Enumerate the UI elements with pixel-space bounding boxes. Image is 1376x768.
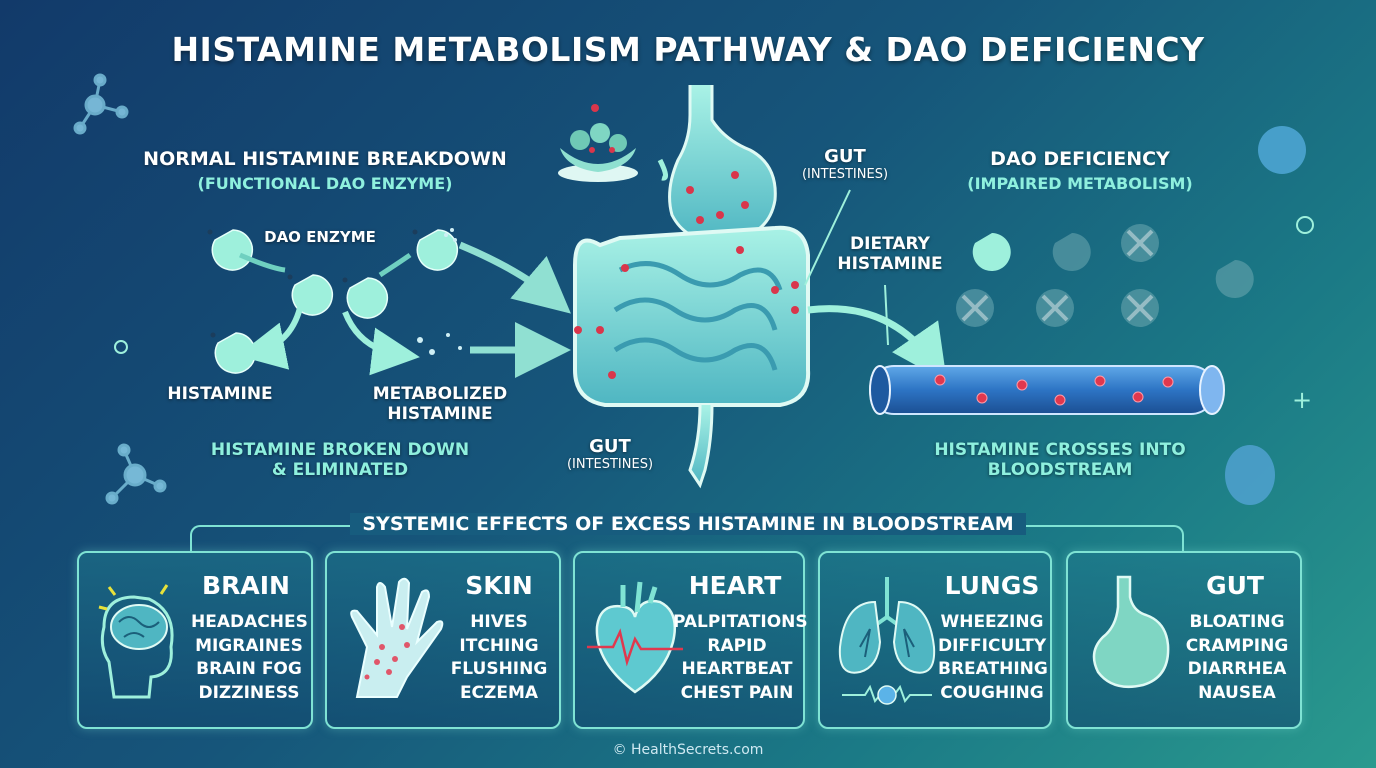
dao-enzyme-icons xyxy=(211,229,459,374)
heart-icon xyxy=(587,581,683,694)
impaired-enzyme-icons xyxy=(956,224,1254,327)
dao-enzyme-label: DAO ENZYME xyxy=(264,228,376,246)
histamine-label: HISTAMINE xyxy=(167,384,273,404)
normal-result: HISTAMINE BROKEN DOWN& ELIMINATED xyxy=(210,440,470,480)
footer-credit: © HealthSecrets.com xyxy=(612,742,764,758)
normal-heading: NORMAL HISTAMINE BREAKDOWN xyxy=(143,148,507,170)
systemic-title: SYSTEMIC EFFECTS OF EXCESS HISTAMINE IN … xyxy=(0,513,1376,535)
stomach-icon xyxy=(1092,575,1170,689)
deficiency-heading: DAO DEFICIENCY xyxy=(990,148,1170,170)
hand-icon xyxy=(350,577,444,698)
food-bowl-icon xyxy=(558,104,638,182)
histamine-dots xyxy=(574,171,799,379)
lungs-icon xyxy=(838,577,936,705)
gut-label-bottom: GUT(INTESTINES) xyxy=(566,436,654,472)
blood-vessel-illustration xyxy=(869,365,1225,415)
normal-subheading: (FUNCTIONAL DAO ENZYME) xyxy=(197,174,453,193)
gut-label-top: GUT(INTESTINES) xyxy=(801,146,889,182)
brain-icon xyxy=(98,584,174,699)
deficiency-subheading: (IMPAIRED METABOLISM) xyxy=(967,174,1193,193)
page-title: HISTAMINE METABOLISM PATHWAY & DAO DEFIC… xyxy=(171,30,1205,69)
molecule-decoration xyxy=(73,73,167,505)
svg-text:+: + xyxy=(1292,386,1312,414)
intestines-illustration xyxy=(573,225,811,489)
